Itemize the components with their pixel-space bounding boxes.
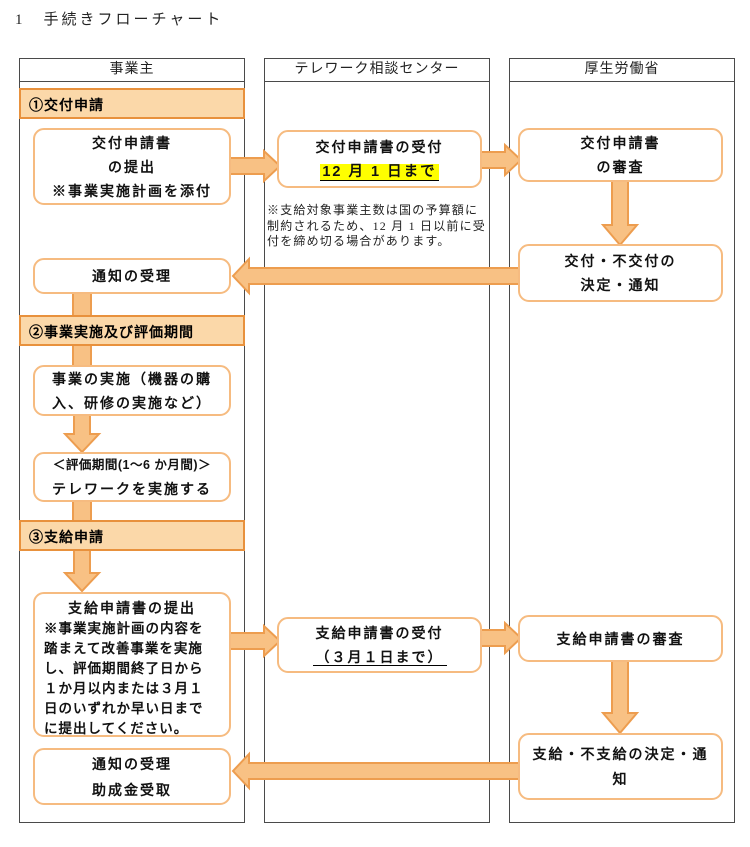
box-evaluation-period-line2: テレワークを実施する bbox=[52, 481, 212, 497]
connector-evaluation-to-step3 bbox=[72, 499, 92, 523]
arrow-payment-decision-to-notice-icon bbox=[231, 751, 520, 791]
payment-note-line4: １か月以内または３月１ bbox=[44, 681, 204, 696]
box-grant-submit: 交付申請書 の提出 ※事業実施計画を添付 bbox=[33, 128, 231, 205]
arrow-decision-to-notice-icon bbox=[231, 256, 520, 296]
box-payment-decision: 支給・不支給の決定・通 知 bbox=[518, 733, 723, 800]
arrow-payment-submit-to-receipt-icon bbox=[227, 623, 282, 659]
arrow-implement-to-evaluation-icon bbox=[62, 414, 102, 454]
arrow-receipt-to-review-icon bbox=[478, 142, 523, 178]
connector-step2-to-implement bbox=[72, 343, 92, 368]
budget-note-line1: ※支給対象事業主数は国の予算額に bbox=[267, 203, 479, 217]
payment-note-line1: ※事業実施計画の内容を bbox=[44, 621, 204, 636]
payment-note-line2: 踏まえて改善事業を実施 bbox=[44, 641, 203, 656]
arrow-review-to-decision-icon bbox=[600, 180, 640, 247]
lane-header-telework-center: テレワーク相談センター bbox=[265, 59, 489, 82]
box-grant-review: 交付申請書 の審査 bbox=[518, 128, 723, 182]
box-payment-decision-line1: 支給・不支給の決定・通 bbox=[532, 745, 709, 762]
box-grant-decision-line2: 決定・通知 bbox=[580, 277, 661, 293]
box-grant-submit-line2: の提出 bbox=[108, 158, 156, 175]
section-header-payment-application: ③支給申請 bbox=[19, 520, 245, 551]
grant-receipt-deadline-highlight: 12 月 1 日まで bbox=[320, 163, 439, 181]
box-grant-receipt-title: 交付申請書の受付 bbox=[315, 138, 444, 155]
budget-note-line2: 制約されるため、12 月 1 日以前に受 bbox=[267, 218, 487, 233]
box-notice-receipt-2-line1: 通知の受理 bbox=[92, 755, 172, 772]
box-grant-review-line2: の審査 bbox=[596, 159, 645, 175]
page-title: 1 手続きフローチャート bbox=[15, 12, 224, 28]
box-notice-receipt-2-line2: 助成金受取 bbox=[92, 781, 172, 798]
box-grant-submit-line1: 交付申請書 bbox=[92, 134, 172, 151]
box-notice-receipt-1-label: 通知の受理 bbox=[92, 268, 172, 284]
arrow-step3-to-payment-submit-icon bbox=[62, 549, 102, 593]
arrow-payment-receipt-to-review-icon bbox=[478, 620, 523, 656]
box-payment-receipt-title: 支給申請書の受付 bbox=[315, 625, 444, 641]
box-grant-decision: 交付・不交付の 決定・通知 bbox=[518, 244, 723, 302]
box-grant-submit-line3: ※事業実施計画を添付 bbox=[52, 182, 212, 199]
box-evaluation-period-line1: ＜評価期間(1～6 か月間)＞ bbox=[52, 458, 212, 472]
lane-header-business-owner: 事業主 bbox=[20, 59, 244, 82]
section-header-grant-application: ①交付申請 bbox=[19, 88, 245, 119]
box-evaluation-period: ＜評価期間(1～6 か月間)＞ テレワークを実施する bbox=[33, 452, 231, 502]
box-notice-receipt-2: 通知の受理 助成金受取 bbox=[33, 748, 231, 805]
arrow-payment-review-to-decision-icon bbox=[600, 660, 640, 735]
connector-notice1-to-step2 bbox=[72, 290, 92, 318]
payment-receipt-deadline: （３月１日まで） bbox=[312, 649, 447, 666]
box-payment-submit: 支給申請書の提出 ※事業実施計画の内容を 踏まえて改善事業を実施 し、評価期間終… bbox=[33, 592, 231, 737]
payment-note-line6: に提出してください。 bbox=[44, 721, 189, 736]
box-notice-receipt-1: 通知の受理 bbox=[33, 258, 231, 294]
section-header-implementation-evaluation: ②事業実施及び評価期間 bbox=[19, 315, 245, 346]
budget-note-line3: 付を締め切る場合があります。 bbox=[267, 234, 451, 248]
budget-constraint-note: ※支給対象事業主数は国の予算額に 制約されるため、12 月 1 日以前に受 付を… bbox=[267, 203, 489, 250]
box-implementation-line1: 事業の実施（機器の購 bbox=[52, 370, 212, 387]
box-payment-receipt: 支給申請書の受付 （３月１日まで） bbox=[277, 617, 482, 673]
box-payment-submit-title: 支給申請書の提出 bbox=[68, 600, 196, 616]
lane-header-mhlw: 厚生労働省 bbox=[510, 59, 734, 82]
box-grant-receipt: 交付申請書の受付 12 月 1 日まで bbox=[277, 130, 482, 188]
arrow-submit-to-receipt-icon bbox=[227, 148, 282, 184]
box-implementation: 事業の実施（機器の購 入、研修の実施など） bbox=[33, 365, 231, 416]
box-payment-review-label: 支給申請書の審査 bbox=[556, 630, 685, 647]
box-grant-review-line1: 交付申請書 bbox=[580, 135, 661, 151]
box-payment-submit-note: ※事業実施計画の内容を 踏まえて改善事業を実施 し、評価期間終了日から １か月以… bbox=[35, 619, 229, 739]
box-payment-decision-line2: 知 bbox=[612, 770, 629, 787]
box-payment-review: 支給申請書の審査 bbox=[518, 615, 723, 662]
payment-note-line3: し、評価期間終了日から bbox=[44, 661, 204, 676]
box-implementation-line2: 入、研修の実施など） bbox=[52, 394, 212, 411]
payment-note-line5: 日のいずれか早い日まで bbox=[44, 701, 204, 716]
box-grant-decision-line1: 交付・不交付の bbox=[564, 253, 677, 269]
